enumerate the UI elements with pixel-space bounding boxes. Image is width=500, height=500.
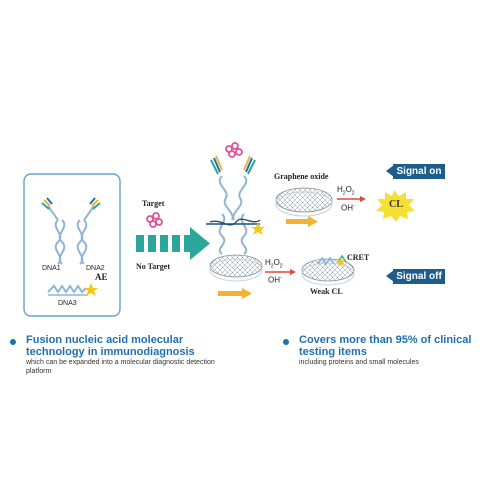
weak-star-icon — [336, 257, 346, 266]
ae-star-icon — [84, 283, 98, 296]
dna2-label: DNA2 — [86, 265, 105, 272]
dna1-probe — [41, 197, 66, 265]
graphene-oxide-label: Graphene oxide — [274, 172, 329, 181]
dna3-label: DNA3 — [58, 300, 77, 307]
cl-label: CL — [389, 199, 403, 210]
signal-on-badge: Signal on — [393, 164, 445, 179]
reagent-box — [23, 173, 121, 317]
complex-star-icon — [251, 222, 265, 235]
signal-off-badge-pointer — [386, 270, 394, 282]
red-arrow-top — [337, 196, 366, 202]
feature-description: including proteins and small molecules — [299, 359, 419, 366]
graphene-disc-bottom-right — [301, 254, 355, 286]
graphene-disc-top — [275, 187, 333, 217]
feature-title: Fusion nucleic acid molecular technology… — [26, 334, 195, 358]
dna2-probe — [76, 197, 101, 265]
target-complex — [206, 142, 265, 255]
ae-label: AE — [95, 272, 108, 282]
signal-off-badge: Signal off — [393, 269, 445, 284]
feature-item-coverage: Covers more than 95% of clinical testing… — [283, 334, 493, 374]
orange-arrow-top — [286, 216, 318, 227]
target-molecule-icon — [146, 212, 163, 228]
weak-cl-label: Weak CL — [310, 287, 343, 296]
h2o2-top-label: H2O2 — [337, 185, 355, 197]
no-target-label: No Target — [136, 262, 170, 271]
red-arrow-bottom — [265, 269, 296, 275]
h2o2-bottom-label: H2O2 — [265, 258, 283, 270]
bullet-icon — [10, 339, 16, 345]
cret-label: CRET — [347, 253, 370, 262]
teal-arrow — [136, 227, 210, 260]
oh-bottom-label: OH- — [268, 275, 282, 285]
orange-arrow-bottom — [218, 288, 252, 299]
signal-on-badge-pointer — [386, 165, 394, 177]
bullet-icon — [283, 339, 289, 345]
feature-title: Covers more than 95% of clinical testing… — [299, 334, 472, 358]
oh-top-label: OH- — [341, 203, 355, 213]
dna3-strand — [47, 283, 98, 296]
target-label: Target — [142, 199, 165, 208]
feature-item-fusion: Fusion nucleic acid molecular technology… — [10, 334, 240, 375]
feature-description: which can be expanded into a molecular d… — [26, 359, 215, 375]
cl-burst-icon — [376, 190, 415, 222]
graphene-disc-bottom-left — [209, 254, 263, 282]
dna1-label: DNA1 — [42, 265, 61, 272]
